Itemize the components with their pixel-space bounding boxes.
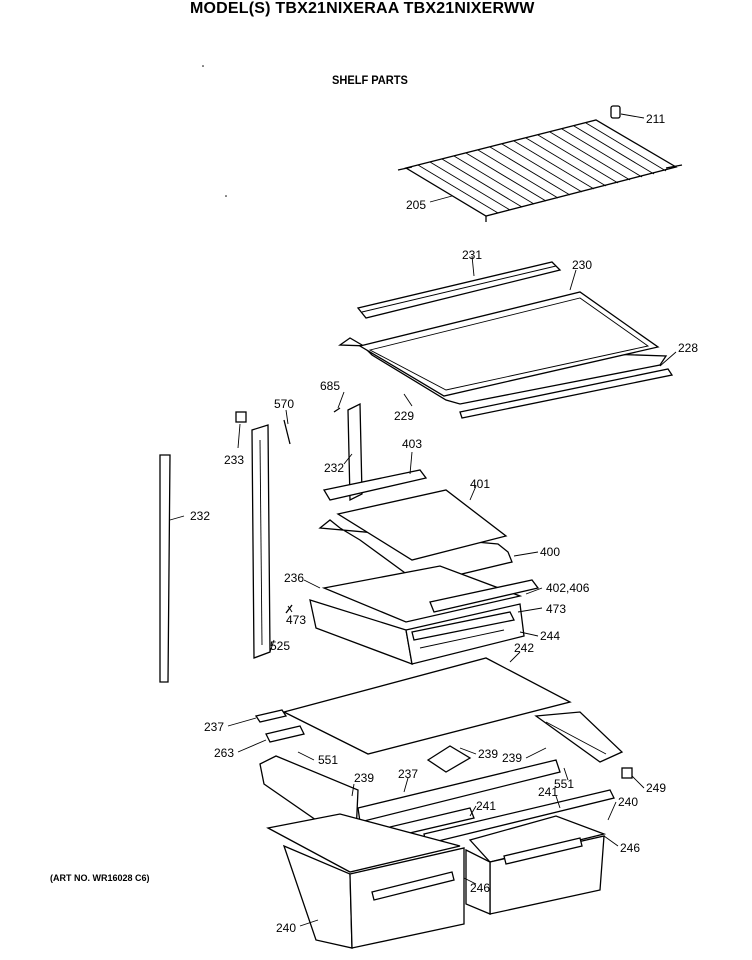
callout-239-left: 239 [354, 771, 374, 785]
callout-403: 403 [402, 437, 422, 451]
callout-685: 685 [320, 379, 340, 393]
shelf-assembly-401 [318, 469, 513, 585]
callout-473-right: 473 [546, 602, 566, 616]
crisper-drawer-240-left [266, 813, 465, 949]
callout-263: 263 [214, 746, 234, 760]
callout-570: 570 [274, 397, 294, 411]
callout-211: 211 [646, 112, 665, 126]
callout-237-left: 237 [204, 720, 224, 734]
callout-236: 236 [284, 571, 304, 585]
callout-241-right: 241 [538, 785, 558, 799]
crisper-frame-236 [309, 565, 540, 666]
callout-230: 230 [572, 258, 592, 272]
callout-473-left: 473 [286, 613, 306, 627]
callout-229: 229 [394, 409, 414, 423]
callout-246-right: 246 [620, 841, 640, 855]
callout-249: 249 [646, 781, 666, 795]
callout-232-center: 232 [324, 461, 344, 475]
section-subtitle: SHELF PARTS [332, 73, 408, 87]
callout-402-406: 402,406 [546, 581, 590, 595]
shelf-assembly-230 [338, 261, 674, 419]
callout-239-right: 239 [502, 751, 522, 765]
callout-231: 231 [462, 248, 482, 262]
crisper-cover-242 [254, 657, 633, 779]
callout-401: 401 [470, 477, 490, 491]
callout-242: 242 [514, 641, 534, 655]
callout-228: 228 [678, 341, 698, 355]
callout-233: 233 [224, 453, 244, 467]
page-title: MODEL(S) TBX21NIXERAA TBX21NIXERWW [190, 0, 535, 17]
callout-246-center: 246 [470, 881, 490, 895]
wire-shelf-205 [397, 119, 683, 222]
callout-232-left: 232 [190, 509, 210, 523]
callout-244: 244 [540, 629, 560, 643]
callout-551-right: 551 [554, 777, 574, 791]
callout-551-left: 551 [318, 753, 338, 767]
callout-241-center: 241 [476, 799, 496, 813]
callout-525: 525 [270, 639, 290, 653]
callout-237-center: 237 [398, 767, 418, 781]
crisper-drawer-240-right [465, 815, 607, 915]
side-rail-232-center [333, 402, 363, 502]
callout-205: 205 [406, 198, 426, 212]
callout-240-bottom: 240 [276, 921, 296, 935]
callout-240-right: 240 [618, 795, 638, 809]
callout-labels: 211 205 231 230 228 229 685 570 233 232 … [190, 112, 698, 935]
art-number: (ART NO. WR16028 C6) [50, 873, 150, 883]
leader-lines [169, 195, 677, 927]
clip-211 [610, 105, 645, 119]
callout-239-center: 239 [478, 747, 498, 761]
callout-400: 400 [540, 545, 560, 559]
side-rail-232-left [159, 411, 293, 683]
